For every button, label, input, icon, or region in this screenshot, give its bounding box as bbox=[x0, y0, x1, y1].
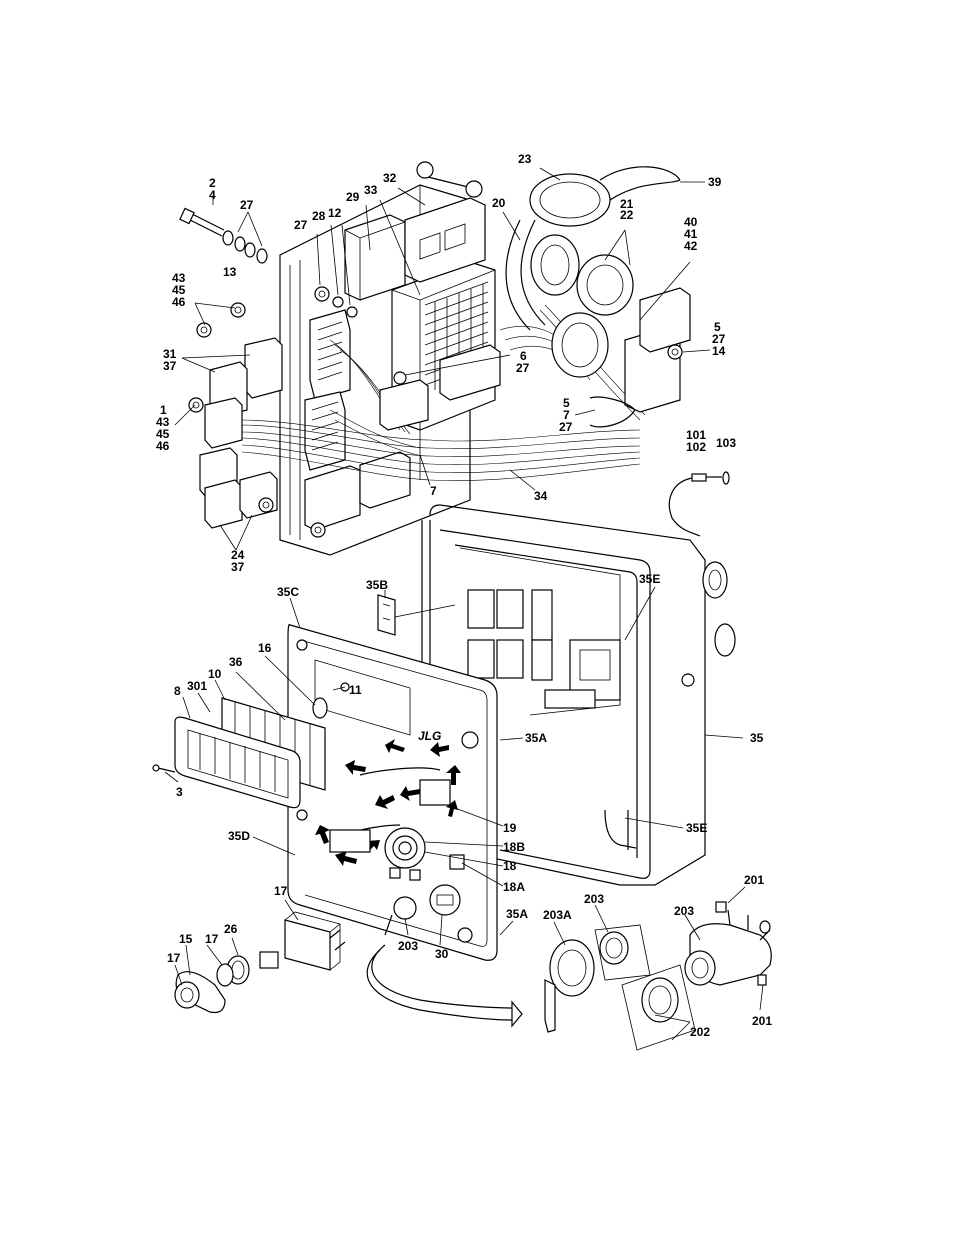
panel-switches bbox=[315, 739, 461, 866]
callout-27: 27 bbox=[294, 218, 308, 232]
callout-19: 19 bbox=[503, 821, 517, 835]
callout-18: 18 bbox=[503, 859, 517, 873]
callout-27: 27 bbox=[559, 420, 573, 434]
callout-203A: 203A bbox=[543, 908, 572, 922]
bulkhead-fittings bbox=[505, 173, 634, 378]
callout-43: 43 bbox=[156, 415, 170, 429]
callout-35: 35 bbox=[750, 731, 764, 745]
hex-nuts bbox=[188, 286, 407, 538]
callout-203: 203 bbox=[398, 939, 418, 953]
callout-46: 46 bbox=[172, 295, 186, 309]
callout-36: 36 bbox=[229, 655, 243, 669]
callout-35A: 35A bbox=[506, 907, 528, 921]
callout-35A: 35A bbox=[525, 731, 547, 745]
callout-7: 7 bbox=[563, 408, 570, 422]
callout-35D: 35D bbox=[228, 829, 250, 843]
callout-30: 30 bbox=[435, 947, 449, 961]
callout-37: 37 bbox=[231, 560, 245, 574]
callout-13: 13 bbox=[223, 265, 237, 279]
callout-3: 3 bbox=[176, 785, 183, 799]
control-box-enclosure bbox=[421, 504, 736, 886]
callout-14: 14 bbox=[712, 344, 726, 358]
callout-5: 5 bbox=[714, 320, 721, 334]
callout-7: 7 bbox=[430, 484, 437, 498]
callout-34: 34 bbox=[534, 489, 548, 503]
callout-10: 10 bbox=[208, 667, 222, 681]
toggle-switch-parts bbox=[174, 911, 346, 1014]
callout-17: 17 bbox=[167, 951, 181, 965]
callout-2: 2 bbox=[209, 176, 216, 190]
brand-logo: JLG bbox=[418, 729, 441, 743]
callout-39: 39 bbox=[708, 175, 722, 189]
callout-4: 4 bbox=[209, 188, 216, 202]
callout-101: 101 bbox=[686, 428, 706, 442]
callout-43: 43 bbox=[172, 271, 186, 285]
callout-22: 22 bbox=[620, 208, 634, 222]
callout-45: 45 bbox=[172, 283, 186, 297]
callout-18A: 18A bbox=[503, 880, 525, 894]
callout-20: 20 bbox=[492, 196, 506, 210]
callout-301: 301 bbox=[187, 679, 207, 693]
callout-203: 203 bbox=[584, 892, 604, 906]
key-switch-parts bbox=[544, 901, 772, 1051]
bolt-and-washers bbox=[179, 207, 268, 264]
callout-17: 17 bbox=[274, 884, 288, 898]
callout-27: 27 bbox=[516, 361, 530, 375]
front-control-panel: JLG bbox=[287, 623, 498, 961]
callout-28: 28 bbox=[312, 209, 326, 223]
callout-46: 46 bbox=[156, 439, 170, 453]
left-loose-parts bbox=[152, 594, 456, 809]
callout-40: 40 bbox=[684, 215, 698, 229]
upper-harness-assembly bbox=[179, 161, 730, 556]
callout-102: 102 bbox=[686, 440, 706, 454]
callout-12: 12 bbox=[328, 206, 342, 220]
callout-16: 16 bbox=[258, 641, 272, 655]
callout-201: 201 bbox=[752, 1014, 772, 1028]
callout-27: 27 bbox=[712, 332, 726, 346]
callout-18B: 18B bbox=[503, 840, 525, 854]
callout-23: 23 bbox=[518, 152, 532, 166]
internal-relays bbox=[467, 589, 553, 681]
callout-24: 24 bbox=[231, 548, 245, 562]
callout-1: 1 bbox=[160, 403, 167, 417]
callout-21: 21 bbox=[620, 197, 634, 211]
leader-lines bbox=[164, 167, 764, 1041]
callout-26: 26 bbox=[224, 922, 238, 936]
callout-27: 27 bbox=[240, 198, 254, 212]
callout-8: 8 bbox=[174, 684, 181, 698]
callout-5: 5 bbox=[563, 396, 570, 410]
callout-202: 202 bbox=[690, 1025, 710, 1039]
callout-35E: 35E bbox=[686, 821, 707, 835]
callout-32: 32 bbox=[383, 171, 397, 185]
callout-33: 33 bbox=[364, 183, 378, 197]
callout-201: 201 bbox=[744, 873, 764, 887]
callout-labels: 2 4 27 13 27 28 12 29 33 32 23 39 20 21 … bbox=[156, 152, 772, 1039]
callout-37: 37 bbox=[163, 359, 177, 373]
rotation-arrow bbox=[366, 944, 523, 1028]
callout-41: 41 bbox=[684, 227, 698, 241]
callout-42: 42 bbox=[684, 239, 698, 253]
callout-203: 203 bbox=[674, 904, 694, 918]
callout-35B: 35B bbox=[366, 578, 388, 592]
callout-35C: 35C bbox=[277, 585, 299, 599]
callout-11: 11 bbox=[349, 683, 362, 697]
callout-17: 17 bbox=[205, 932, 219, 946]
callout-35E: 35E bbox=[639, 572, 660, 586]
callout-45: 45 bbox=[156, 427, 170, 441]
callout-15: 15 bbox=[179, 932, 193, 946]
callout-103: 103 bbox=[716, 436, 736, 450]
side-fittings bbox=[681, 561, 736, 687]
callout-29: 29 bbox=[346, 190, 360, 204]
callout-31: 31 bbox=[163, 347, 177, 361]
callout-6: 6 bbox=[520, 349, 527, 363]
